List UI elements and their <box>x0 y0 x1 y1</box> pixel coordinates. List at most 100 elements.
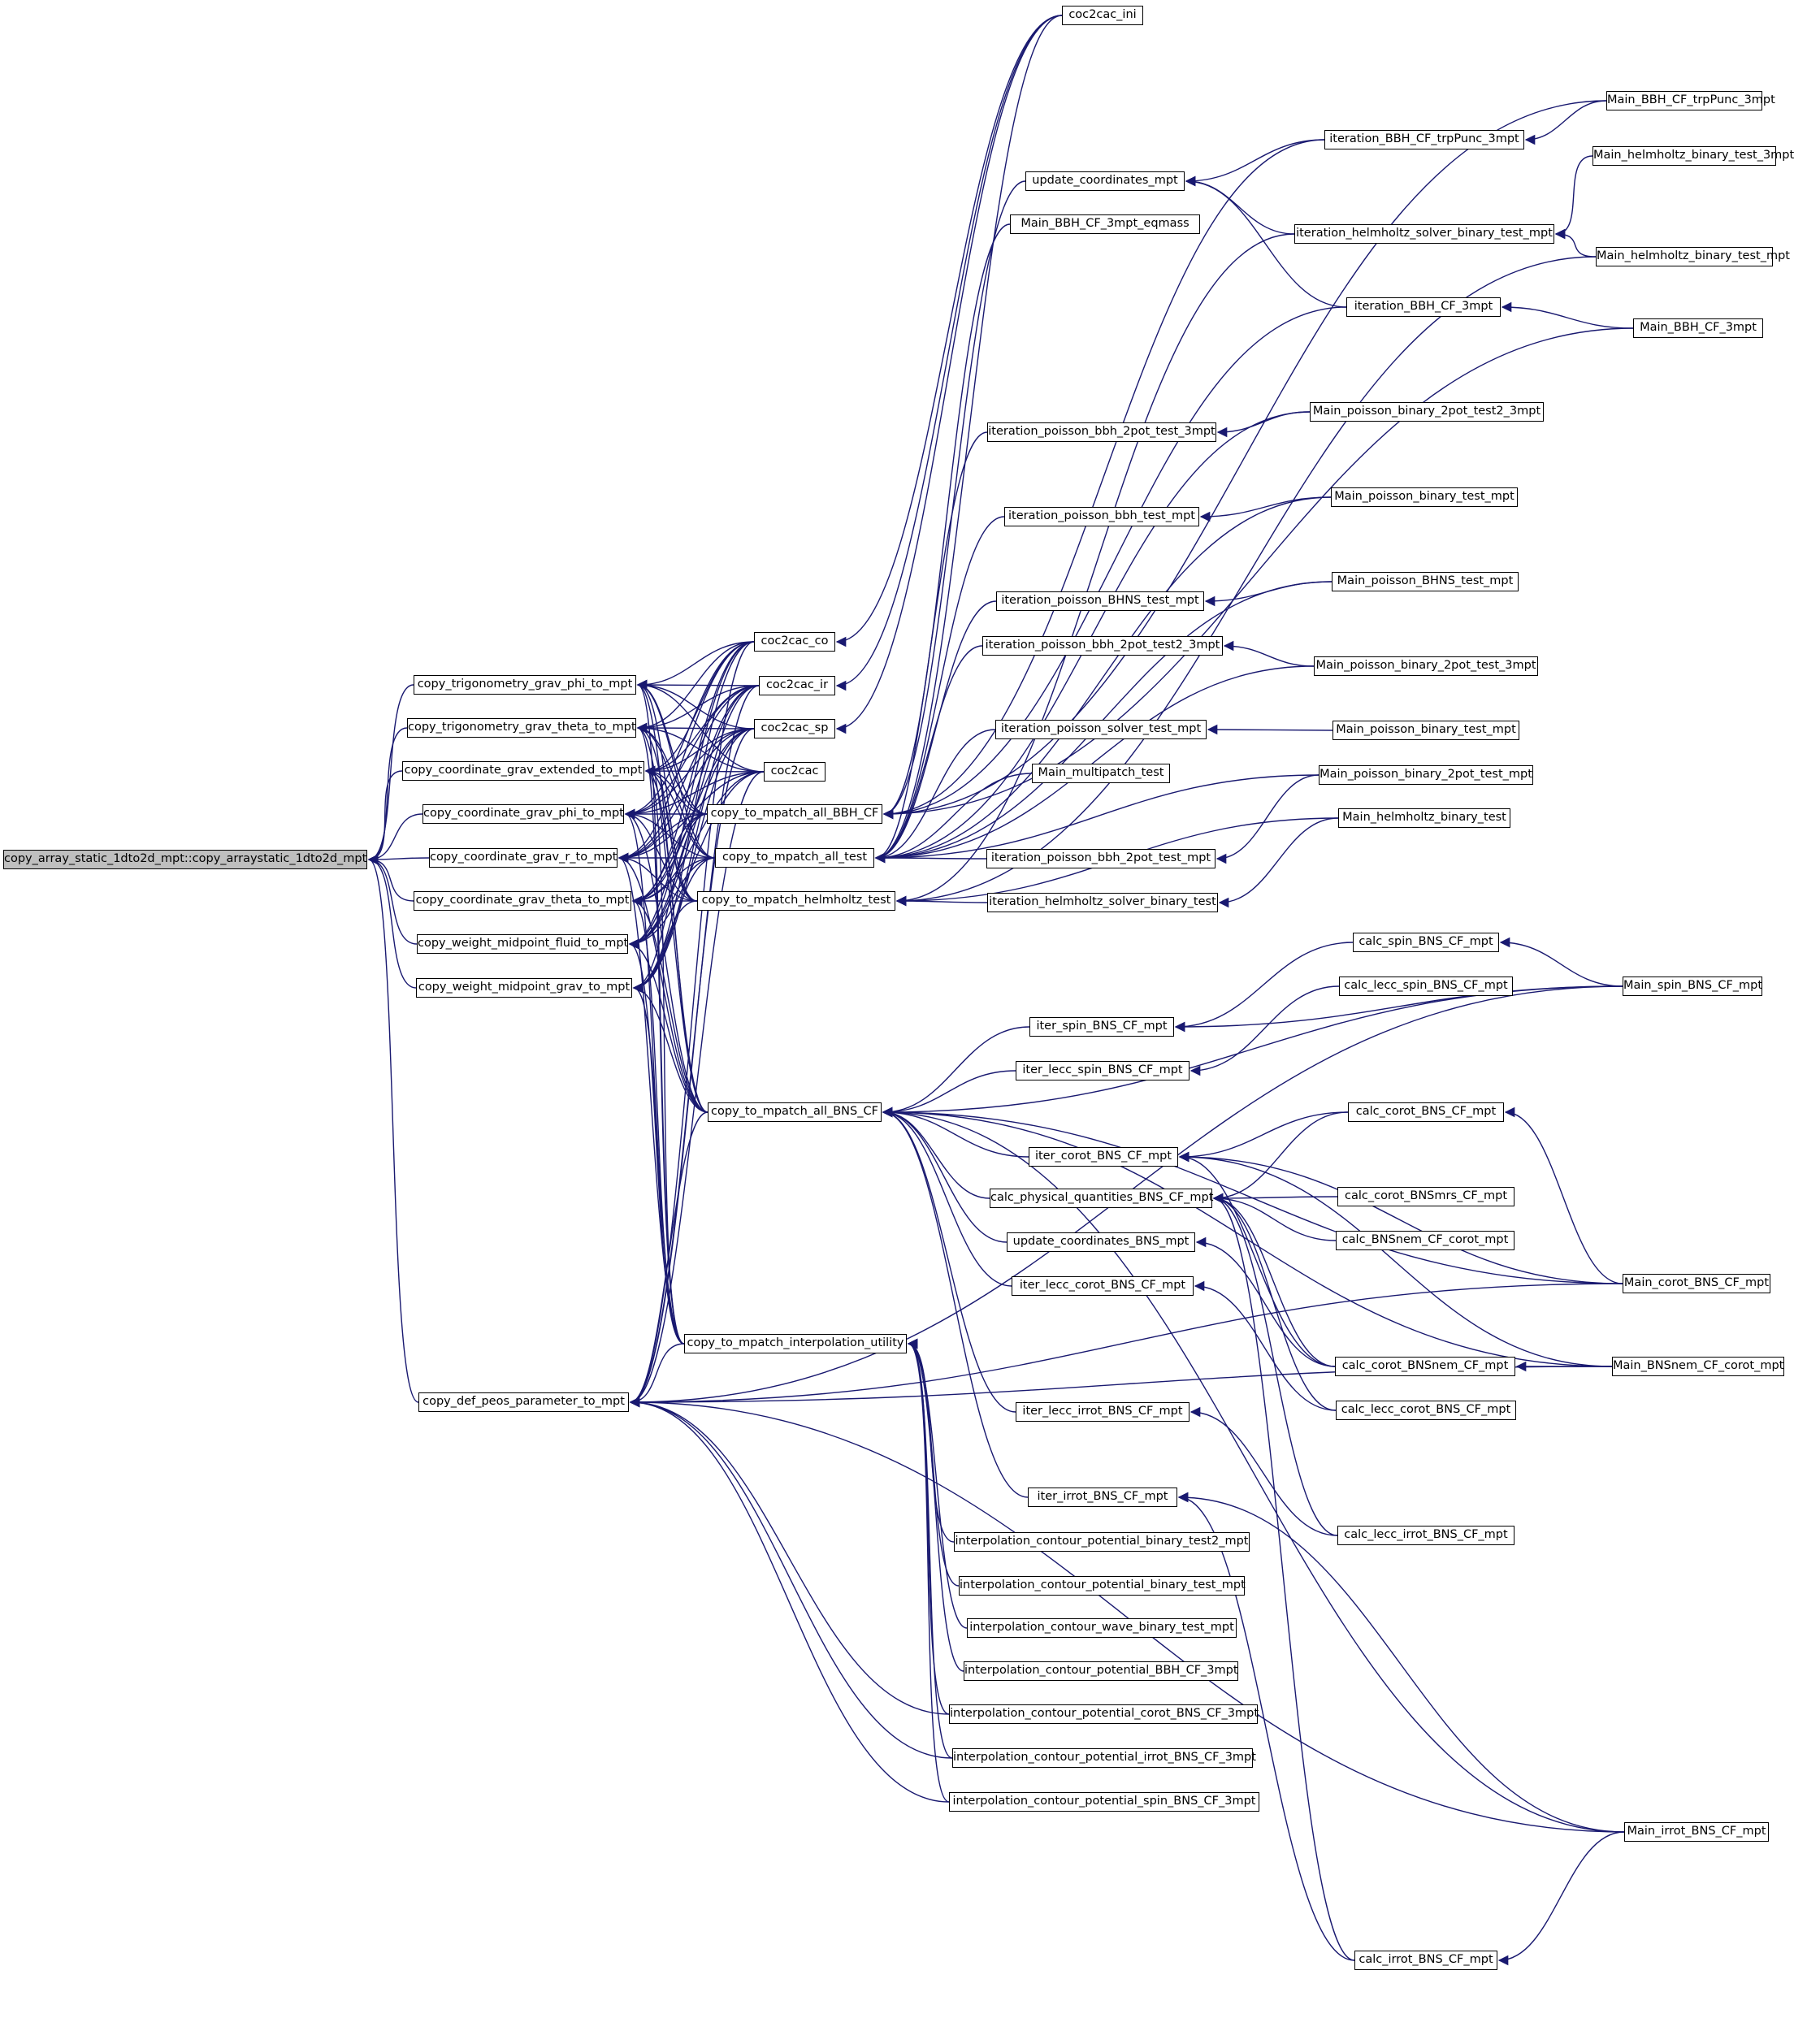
node-copy-trigonometry-grav-theta-to-mpt[interactable]: copy_trigonometry_grav_theta_to_mpt <box>407 718 636 738</box>
node-iteration-poisson-bbh-2pot-test-mpt[interactable]: iteration_poisson_bbh_2pot_test_mpt <box>986 849 1216 868</box>
node-iteration-bbh-cf-trppunc-3mpt[interactable]: iteration_BBH_CF_trpPunc_3mpt <box>1324 130 1524 149</box>
node-iter-spin-bns-cf-mpt[interactable]: iter_spin_BNS_CF_mpt <box>1029 1017 1174 1037</box>
edge-main-bbh-cf-3mpt-eqmass-to-copy-to-mpatch-all-bbh-cf <box>882 223 1011 820</box>
node-copy-to-mpatch-all-bns-cf[interactable]: copy_to_mpatch_all_BNS_CF <box>708 1102 882 1122</box>
edge-copy-to-mpatch-all-bns-cf-to-copy-def-peos-parameter-to-mpt <box>629 1111 708 1408</box>
node-interpolation-contour-potential-binary-test2-mpt[interactable]: interpolation_contour_potential_binary_t… <box>954 1532 1250 1552</box>
node-main-bnsnem-cf-corot-mpt[interactable]: Main_BNSnem_CF_corot_mpt <box>1612 1357 1784 1376</box>
node-iteration-poisson-bbh-2pot-test-3mpt[interactable]: iteration_poisson_bbh_2pot_test_3mpt <box>987 422 1216 442</box>
node-calc-lecc-irrot-bns-cf-mpt[interactable]: calc_lecc_irrot_BNS_CF_mpt <box>1337 1526 1514 1545</box>
edge-coc2cac-sp-to-copy-coordinate-grav-r-to-mpt <box>618 728 755 864</box>
node-main-helmholtz-binary-test-mpt[interactable]: Main_helmholtz_binary_test_mpt <box>1596 247 1790 266</box>
edge-main-poisson-binary-2pot-test2-3mpt-to-iteration-poisson-bbh-2pot-test-3mpt <box>1216 411 1311 438</box>
node-main-helmholtz-binary-test[interactable]: Main_helmholtz_binary_test <box>1338 808 1510 828</box>
edge-iteration-bbh-cf-3mpt-to-update-coordinates-mpt <box>1185 175 1347 308</box>
node-copy-to-mpatch-helmholtz-test[interactable]: copy_to_mpatch_helmholtz_test <box>697 891 895 911</box>
node-calc-irrot-bns-cf-mpt[interactable]: calc_irrot_BNS_CF_mpt <box>1354 1951 1497 1970</box>
node-iteration-bbh-cf-3mpt[interactable]: iteration_BBH_CF_3mpt <box>1346 297 1501 317</box>
node-iteration-poisson-bbh-2pot-test2-3mpt[interactable]: iteration_poisson_bbh_2pot_test2_3mpt <box>982 636 1223 656</box>
edge-coc2cac-sp-to-copy-coordinate-grav-extended-to-mpt <box>644 728 755 777</box>
node-copy-coordinate-grav-theta-to-mpt[interactable]: copy_coordinate_grav_theta_to_mpt <box>414 891 631 911</box>
edge-interpolation-contour-potential-spin-bns-cf-3mpt-to-copy-to-mpatch-interpolation-utility <box>907 1338 950 1803</box>
edge-coc2cac-ir-to-copy-trigonometry-grav-phi-to-mpt <box>636 679 760 691</box>
node-interpolation-contour-potential-bbh-cf-3mpt[interactable]: interpolation_contour_potential_BBH_CF_3… <box>964 1661 1238 1681</box>
node-calc-corot-bnsmrs-cf-mpt[interactable]: calc_corot_BNSmrs_CF_mpt <box>1337 1187 1514 1206</box>
node-copy-def-peos-parameter-to-mpt[interactable]: copy_def_peos_parameter_to_mpt <box>418 1392 629 1412</box>
edge-coc2cac-ir-to-copy-coordinate-grav-r-to-mpt <box>618 685 760 864</box>
node-main-bbh-cf-trppunc-3mpt[interactable]: Main_BBH_CF_trpPunc_3mpt <box>1606 91 1775 110</box>
node-copy-trigonometry-grav-phi-to-mpt[interactable]: copy_trigonometry_grav_phi_to_mpt <box>414 675 636 695</box>
node-iter-lecc-corot-bns-cf-mpt[interactable]: iter_lecc_corot_BNS_CF_mpt <box>1012 1276 1194 1296</box>
node-update-coordinates-mpt[interactable]: update_coordinates_mpt <box>1025 171 1185 191</box>
edge-main-spin-bns-cf-mpt-to-calc-spin-bns-cf-mpt <box>1499 937 1623 987</box>
edge-copy-to-mpatch-all-bns-cf-to-copy-coordinate-grav-phi-to-mpt <box>624 808 708 1113</box>
node-main-corot-bns-cf-mpt[interactable]: Main_corot_BNS_CF_mpt <box>1623 1274 1770 1293</box>
edge-main-corot-bns-cf-mpt-to-iter-corot-bns-cf-mpt <box>1178 1151 1623 1284</box>
node-copy-to-mpatch-all-bbh-cf[interactable]: copy_to_mpatch_all_BBH_CF <box>707 804 882 824</box>
edge-coc2cac-co-to-copy-weight-midpoint-grav-to-mpt <box>632 641 755 994</box>
node-main-poisson-bhns-test-mpt[interactable]: Main_poisson_BHNS_test_mpt <box>1332 572 1519 591</box>
node-copy-to-mpatch-interpolation-utility[interactable]: copy_to_mpatch_interpolation_utility <box>684 1334 907 1353</box>
node-iteration-helmholtz-solver-binary-test-mpt[interactable]: iteration_helmholtz_solver_binary_test_m… <box>1294 224 1554 244</box>
node-main-poisson-binary-2pot-test-mpt[interactable]: Main_poisson_binary_2pot_test_mpt <box>1319 765 1533 785</box>
node-copy-coordinate-grav-phi-to-mpt[interactable]: copy_coordinate_grav_phi_to_mpt <box>422 804 624 824</box>
node-calc-bnsnem-cf-corot-mpt[interactable]: calc_BNSnem_CF_corot_mpt <box>1336 1231 1514 1250</box>
edge-main-spin-bns-cf-mpt-to-iter-spin-bns-cf-mpt <box>1174 985 1623 1033</box>
edge-main-irrot-bns-cf-mpt-to-copy-def-peos-parameter-to-mpt <box>629 1397 1625 1833</box>
node-coc2cac-co[interactable]: coc2cac_co <box>754 632 835 652</box>
node-interpolation-contour-wave-binary-test-mpt[interactable]: interpolation_contour_wave_binary_test_m… <box>967 1618 1237 1638</box>
node-main-spin-bns-cf-mpt[interactable]: Main_spin_BNS_CF_mpt <box>1623 977 1762 996</box>
node-coc2cac-ini[interactable]: coc2cac_ini <box>1062 6 1143 25</box>
edge-copy-trigonometry-grav-theta-to-mpt-to-copy-array-static-1dto2d-mpt-copy-arraystatic-1dto2d-mpt <box>367 727 408 865</box>
node-calc-lecc-corot-bns-cf-mpt[interactable]: calc_lecc_corot_BNS_CF_mpt <box>1336 1401 1516 1420</box>
node-iter-lecc-spin-bns-cf-mpt[interactable]: iter_lecc_spin_BNS_CF_mpt <box>1016 1061 1190 1080</box>
edge-interpolation-contour-potential-spin-bns-cf-3mpt-to-copy-def-peos-parameter-to-mpt <box>629 1397 950 1803</box>
node-calc-corot-bnsnem-cf-mpt[interactable]: calc_corot_BNSnem_CF_mpt <box>1335 1357 1515 1376</box>
node-interpolation-contour-potential-corot-bns-cf-3mpt[interactable]: interpolation_contour_potential_corot_BN… <box>949 1704 1259 1724</box>
node-calc-corot-bns-cf-mpt[interactable]: calc_corot_BNS_CF_mpt <box>1348 1102 1504 1122</box>
edge-main-bbh-cf-3mpt-to-iteration-bbh-cf-3mpt <box>1501 301 1634 329</box>
node-copy-coordinate-grav-r-to-mpt[interactable]: copy_coordinate_grav_r_to_mpt <box>429 848 618 868</box>
node-iteration-poisson-solver-test-mpt[interactable]: iteration_poisson_solver_test_mpt <box>995 720 1207 739</box>
edge-iteration-bbh-cf-trppunc-3mpt-to-update-coordinates-mpt <box>1185 139 1325 187</box>
node-copy-coordinate-grav-extended-to-mpt[interactable]: copy_coordinate_grav_extended_to_mpt <box>402 761 644 781</box>
node-iter-lecc-irrot-bns-cf-mpt[interactable]: iter_lecc_irrot_BNS_CF_mpt <box>1016 1402 1190 1422</box>
node-main-bbh-cf-3mpt-eqmass[interactable]: Main_BBH_CF_3mpt_eqmass <box>1010 214 1200 234</box>
node-calc-lecc-spin-bns-cf-mpt[interactable]: calc_lecc_spin_BNS_CF_mpt <box>1339 977 1513 996</box>
edge-calc-lecc-corot-bns-cf-mpt-to-iter-lecc-corot-bns-cf-mpt <box>1194 1280 1337 1411</box>
node-interpolation-contour-potential-binary-test-mpt[interactable]: interpolation_contour_potential_binary_t… <box>959 1576 1246 1596</box>
node-iter-corot-bns-cf-mpt[interactable]: iter_corot_BNS_CF_mpt <box>1029 1147 1178 1167</box>
node-main-poisson-binary-test-mpt[interactable]: Main_poisson_binary_test_mpt <box>1331 487 1518 507</box>
node-copy-weight-midpoint-fluid-to-mpt[interactable]: copy_weight_midpoint_fluid_to_mpt <box>417 934 628 954</box>
node-copy-weight-midpoint-grav-to-mpt[interactable]: copy_weight_midpoint_grav_to_mpt <box>416 978 632 998</box>
node-interpolation-contour-potential-spin-bns-cf-3mpt[interactable]: interpolation_contour_potential_spin_BNS… <box>949 1792 1259 1812</box>
node-main-poisson-binary-2pot-test2-3mpt[interactable]: Main_poisson_binary_2pot_test2_3mpt <box>1310 402 1544 422</box>
edge-iteration-poisson-bbh-test-mpt-to-copy-to-mpatch-all-test <box>874 516 1005 864</box>
node-main-poisson-binary-test-mpt[interactable]: Main_poisson_binary_test_mpt <box>1332 721 1519 740</box>
node-iteration-poisson-bhns-test-mpt[interactable]: iteration_poisson_BHNS_test_mpt <box>996 591 1204 611</box>
node-coc2cac-ir[interactable]: coc2cac_ir <box>759 676 835 695</box>
node-main-helmholtz-binary-test-3mpt[interactable]: Main_helmholtz_binary_test_3mpt <box>1592 146 1794 166</box>
node-update-coordinates-bns-mpt[interactable]: update_coordinates_BNS_mpt <box>1007 1232 1195 1252</box>
node-copy-array-static-1dto2d-mpt-copy-arraystatic-1dto2d-mpt[interactable]: copy_array_static_1dto2d_mpt::copy_array… <box>3 850 367 869</box>
edge-coc2cac-to-copy-coordinate-grav-phi-to-mpt <box>624 771 765 820</box>
edge-main-bbh-cf-trppunc-3mpt-to-iteration-bbh-cf-trppunc-3mpt <box>1524 100 1607 145</box>
edge-coc2cac-to-copy-weight-midpoint-fluid-to-mpt <box>628 771 765 950</box>
node-main-bbh-cf-3mpt[interactable]: Main_BBH_CF_3mpt <box>1633 318 1763 338</box>
node-main-poisson-binary-2pot-test-3mpt[interactable]: Main_poisson_binary_2pot_test_3mpt <box>1314 656 1538 676</box>
edge-calc-corot-bnsmrs-cf-mpt-to-calc-physical-quantities-bns-cf-mpt <box>1212 1193 1338 1204</box>
node-iteration-poisson-bbh-test-mpt[interactable]: iteration_poisson_bbh_test_mpt <box>1004 507 1199 526</box>
edge-iteration-helmholtz-solver-binary-test-mpt-to-copy-to-mpatch-helmholtz-test <box>895 233 1295 907</box>
node-interpolation-contour-potential-irrot-bns-cf-3mpt[interactable]: interpolation_contour_potential_irrot_BN… <box>952 1748 1256 1768</box>
node-iter-irrot-bns-cf-mpt[interactable]: iter_irrot_BNS_CF_mpt <box>1028 1488 1177 1507</box>
node-coc2cac-sp[interactable]: coc2cac_sp <box>754 719 835 738</box>
node-copy-to-mpatch-all-test[interactable]: copy_to_mpatch_all_test <box>715 848 874 868</box>
edge-coc2cac-ini-to-coc2cac-co <box>835 15 1063 647</box>
node-calc-spin-bns-cf-mpt[interactable]: calc_spin_BNS_CF_mpt <box>1353 933 1499 952</box>
node-main-multipatch-test[interactable]: Main_multipatch_test <box>1032 764 1170 783</box>
node-coc2cac[interactable]: coc2cac <box>764 762 826 782</box>
node-calc-physical-quantities-bns-cf-mpt[interactable]: calc_physical_quantities_BNS_CF_mpt <box>990 1189 1213 1208</box>
node-iteration-helmholtz-solver-binary-test[interactable]: iteration_helmholtz_solver_binary_test <box>987 893 1218 912</box>
edge-main-helmholtz-binary-test-to-iteration-helmholtz-solver-binary-test <box>1218 817 1339 908</box>
node-main-irrot-bns-cf-mpt[interactable]: Main_irrot_BNS_CF_mpt <box>1624 1822 1769 1842</box>
